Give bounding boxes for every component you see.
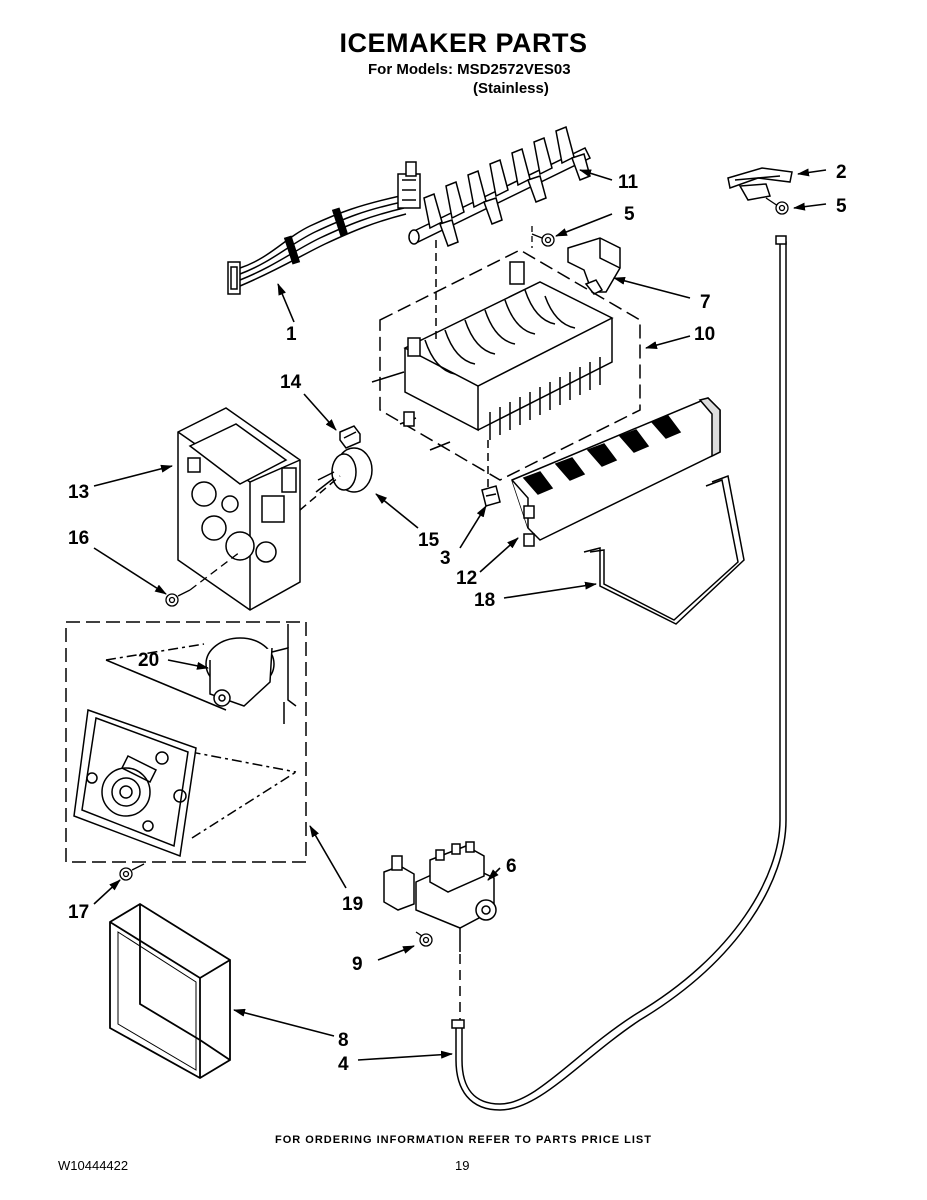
ice-mold-part — [371, 240, 641, 488]
callout-14: 14 — [280, 372, 302, 393]
screw-part — [765, 197, 789, 215]
models-line: For Models: MSD2572VES03 — [368, 61, 571, 78]
fill-tube-part — [451, 235, 787, 1111]
callout-19: 19 — [342, 894, 363, 915]
callout-18: 18 — [474, 590, 495, 611]
callout-2: 2 — [836, 162, 847, 183]
ice-stripper-part — [511, 397, 721, 547]
callout-15: 15 — [418, 530, 440, 551]
screw-part — [531, 226, 555, 248]
callout-10: 10 — [694, 324, 715, 345]
page-number: 19 — [455, 1158, 470, 1173]
screw-part — [119, 863, 145, 881]
screw-part — [415, 931, 433, 947]
callout-1: 1 — [286, 324, 297, 345]
callout-11: 11 — [618, 172, 639, 193]
clip-part — [481, 485, 501, 507]
page-title: ICEMAKER PARTS — [339, 28, 588, 58]
shutoff-arm-part — [583, 474, 745, 625]
motor-part — [205, 624, 297, 724]
ordering-note: FOR ORDERING INFORMATION REFER TO PARTS … — [275, 1134, 652, 1146]
callout-6: 6 — [506, 856, 517, 877]
insulation-pad-part — [109, 902, 231, 1080]
callout-9: 9 — [352, 954, 363, 975]
callout-5-valve-screw: 5 — [836, 196, 847, 217]
thermostat-part — [299, 447, 373, 511]
callout-8: 8 — [338, 1030, 349, 1051]
callout-13: 13 — [68, 482, 89, 503]
module-housing-part — [177, 407, 301, 611]
callout-16: 16 — [68, 528, 89, 549]
water-valve-part — [383, 841, 497, 1024]
wire-harness-part — [227, 161, 421, 295]
mold-support-bracket-part — [567, 237, 621, 295]
leader-arrows — [93, 168, 827, 1061]
module-assembly-part — [65, 621, 307, 863]
document-id: W10444422 — [58, 1158, 129, 1173]
fill-tube-clip-part — [727, 167, 793, 201]
callout-4: 4 — [338, 1054, 349, 1075]
callout-labels: 1 2 3 4 5 5 6 7 8 9 10 11 12 13 14 15 16… — [68, 162, 847, 1075]
screw-part — [165, 551, 241, 607]
callout-17: 17 — [68, 902, 89, 923]
callout-5: 5 — [624, 204, 635, 225]
ejector-part — [408, 125, 592, 247]
finish-line: (Stainless) — [473, 80, 549, 97]
callout-12: 12 — [456, 568, 477, 589]
thermostat-clip-part — [339, 425, 361, 449]
callout-20: 20 — [138, 650, 159, 671]
callout-3: 3 — [440, 548, 451, 569]
callout-7: 7 — [700, 292, 711, 313]
